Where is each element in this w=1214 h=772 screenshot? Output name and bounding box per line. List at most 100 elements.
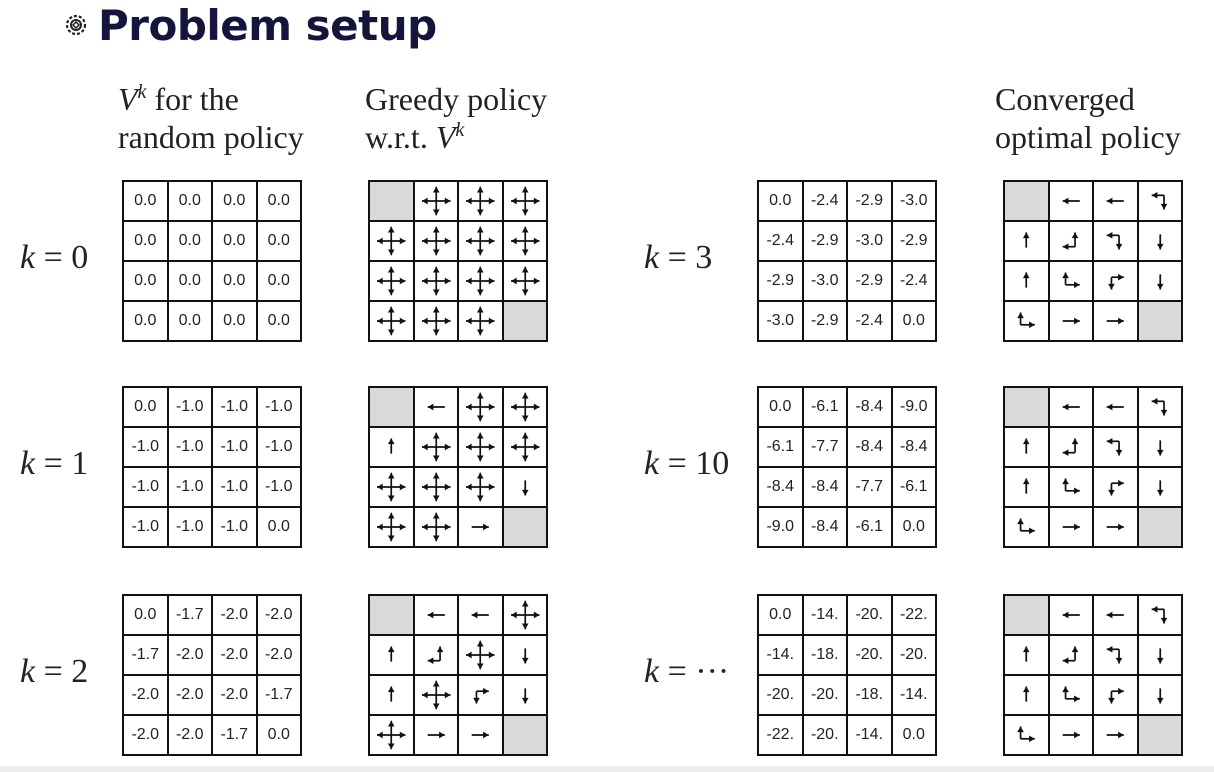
value-cell: -1.0 [124, 508, 167, 546]
policy-cell [1094, 388, 1137, 426]
policy-cell [1094, 468, 1137, 506]
header-value-function: Vk for the random policy [118, 80, 304, 156]
value-cell: -18. [848, 676, 891, 714]
value-cell: -6.1 [892, 468, 935, 506]
value-cell: 0.0 [124, 262, 167, 300]
greedy-policy-grid [368, 594, 548, 756]
arrow-icon [1106, 317, 1124, 325]
footer-divider [0, 766, 1214, 772]
k-label: k = ··· [644, 653, 729, 691]
arrow-icon [510, 600, 539, 630]
arrow-icon [1106, 523, 1124, 531]
policy-cell [1094, 508, 1137, 546]
policy-cell [370, 222, 413, 260]
policy-cell [1094, 596, 1137, 634]
policy-cell [459, 676, 502, 714]
arrow-icon [377, 512, 406, 542]
value-cell: -7.7 [803, 428, 846, 466]
k-label: k = 3 [644, 239, 712, 277]
value-cell: -1.0 [213, 508, 256, 546]
value-cell: -7.7 [848, 468, 891, 506]
value-cell: 0.0 [892, 508, 935, 546]
arrow-icon [1156, 688, 1164, 704]
policy-cell [414, 676, 457, 714]
value-cell: -14. [803, 596, 846, 634]
value-cell: -1.0 [168, 508, 211, 546]
arrow-icon [421, 680, 450, 710]
policy-cell [459, 222, 502, 260]
policy-cell [414, 302, 457, 340]
arrow-icon [377, 306, 406, 336]
policy-cell [503, 262, 546, 300]
policy-cell [459, 302, 502, 340]
policy-cell [1138, 468, 1181, 506]
value-grid: 0.0-1.0-1.0-1.0-1.0-1.0-1.0-1.0-1.0-1.0-… [122, 386, 302, 548]
greedy-superscript: k [455, 119, 465, 141]
value-cell: -20. [803, 676, 846, 714]
policy-cell [1049, 302, 1092, 340]
arrow-icon [1151, 605, 1167, 624]
policy-cell [1005, 716, 1048, 754]
value-cell: -1.0 [168, 428, 211, 466]
value-cell: -2.4 [759, 222, 802, 260]
converged-policy-grid [1003, 594, 1183, 756]
value-cell: -1.0 [257, 468, 300, 506]
policy-cell [503, 596, 546, 634]
arrow-icon [1108, 273, 1124, 290]
arrow-icon [1022, 438, 1030, 454]
policy-cell [414, 222, 457, 260]
value-cell: -22. [759, 716, 802, 754]
value-cell: -3.0 [803, 262, 846, 300]
policy-cell [414, 262, 457, 300]
policy-cell [459, 182, 502, 220]
arrow-icon [471, 611, 489, 619]
policy-cell [1138, 262, 1181, 300]
arrow-icon [421, 266, 450, 296]
value-cell: -1.7 [213, 716, 256, 754]
equals-sign: = [659, 445, 696, 482]
arrow-icon [1062, 197, 1080, 205]
k-label: k = 2 [20, 653, 88, 691]
arrow-icon [466, 266, 495, 296]
value-cell: -2.0 [124, 676, 167, 714]
value-cell: -6.1 [848, 508, 891, 546]
arrow-icon [1151, 397, 1167, 416]
k-symbol: k [20, 239, 36, 276]
equals-sign: = [35, 239, 72, 276]
value-cell: -9.0 [759, 508, 802, 546]
arrow-icon [466, 186, 495, 216]
value-cell: 0.0 [759, 388, 802, 426]
value-cell: 0.0 [213, 222, 256, 260]
value-cell: -2.0 [168, 636, 211, 674]
header-greedy-policy: Greedy policy w.r.t. Vk [365, 80, 547, 156]
k-label: k = 1 [20, 445, 88, 483]
policy-cell [1138, 182, 1181, 220]
arrow-icon [1062, 731, 1080, 739]
value-cell: -2.0 [213, 636, 256, 674]
equals-sign: = [659, 239, 696, 276]
value-cell: 0.0 [213, 182, 256, 220]
arrow-icon [1062, 611, 1080, 619]
value-cell: -2.0 [257, 596, 300, 634]
k-label: k = 0 [20, 239, 88, 277]
k-value: 2 [71, 653, 89, 690]
k-label: k = 10 [644, 445, 729, 483]
policy-cell [1049, 182, 1092, 220]
arrow-icon [466, 306, 495, 336]
converged-policy-grid [1003, 386, 1183, 548]
value-symbol: V [118, 81, 138, 117]
value-cell: 0.0 [892, 716, 935, 754]
value-cell: 0.0 [257, 508, 300, 546]
value-cell: -2.9 [759, 262, 802, 300]
value-cell: -1.0 [124, 428, 167, 466]
value-cell: -2.9 [848, 262, 891, 300]
arrow-icon [1022, 686, 1030, 702]
arrow-icon [1062, 317, 1080, 325]
arrow-icon [1062, 646, 1078, 665]
arrow-icon [1062, 438, 1078, 457]
value-cell: -14. [759, 636, 802, 674]
value-cell: -2.9 [848, 182, 891, 220]
policy-cell [503, 468, 546, 506]
policy-cell [414, 716, 457, 754]
